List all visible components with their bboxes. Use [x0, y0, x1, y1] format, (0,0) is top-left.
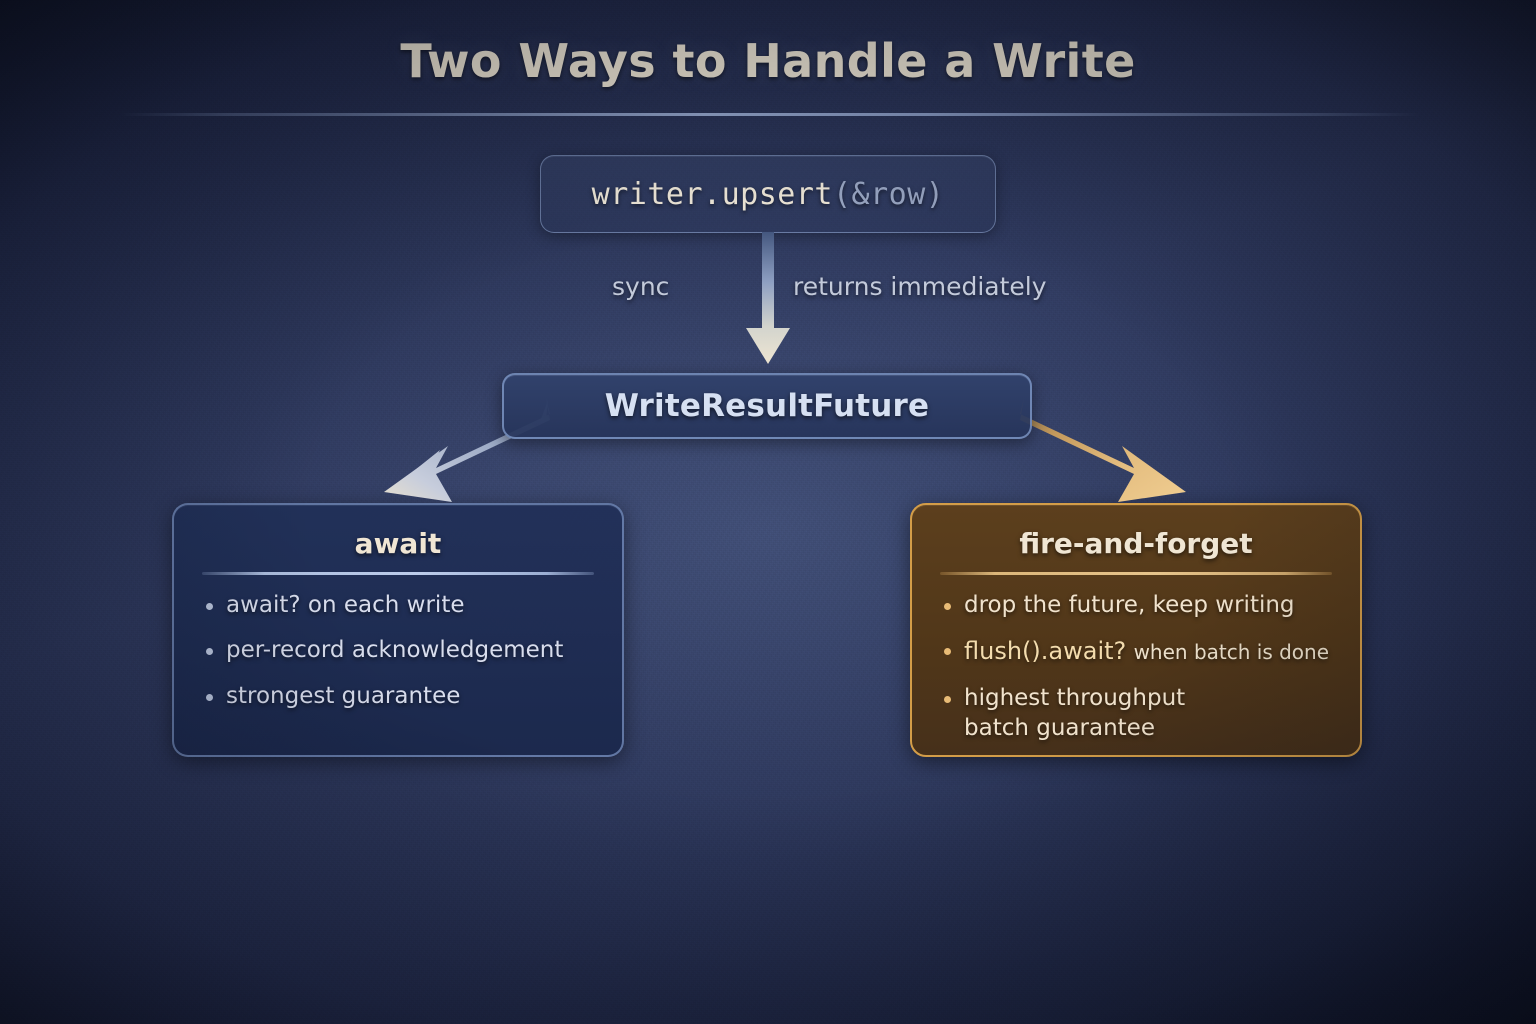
entry-code-arg: (&row) — [832, 176, 945, 212]
await-bullet-list: await? on each write per-record acknowle… — [200, 591, 596, 713]
entry-code-main: writer.upsert — [591, 176, 833, 212]
title-divider — [120, 113, 1420, 116]
write-result-future-node[interactable]: WriteResultFuture — [502, 373, 1032, 439]
flush-code-snippet: flush().await? — [964, 637, 1127, 666]
fire-and-forget-bullet-list: drop the future, keep writing flush().aw… — [938, 591, 1334, 745]
list-item: per-record acknowledgement — [200, 636, 596, 666]
write-result-future-label: WriteResultFuture — [604, 388, 930, 424]
throughput-line-2: batch guarantee — [964, 715, 1155, 742]
flush-note-text: when batch is done — [1133, 640, 1330, 665]
await-panel-divider — [202, 572, 594, 575]
fire-and-forget-panel-divider — [940, 572, 1332, 575]
entry-code-text: writer.upsert(&row) — [592, 177, 945, 212]
page-title: Two Ways to Handle a Write — [400, 34, 1136, 88]
arrow-down-right-icon — [1020, 398, 1186, 502]
list-item: highest throughput batch guarantee — [938, 684, 1334, 744]
branch-panel-fire-and-forget[interactable]: fire-and-forget drop the future, keep wr… — [910, 503, 1362, 757]
edge-label-returns-immediately: returns immediately — [793, 272, 1047, 301]
entry-code-node[interactable]: writer.upsert(&row) — [540, 155, 996, 233]
throughput-line-1: highest throughput — [964, 685, 1186, 712]
list-item: strongest guarantee — [200, 682, 596, 712]
list-item: await? on each write — [200, 591, 596, 621]
branch-panel-await[interactable]: await await? on each write per-record ac… — [172, 503, 624, 757]
list-item: drop the future, keep writing — [938, 591, 1334, 621]
fire-and-forget-panel-title: fire-and-forget — [1019, 527, 1253, 560]
await-panel-title: await — [354, 527, 442, 560]
list-item: flush().await? when batch is done — [938, 636, 1334, 668]
edge-label-sync: sync — [612, 272, 670, 301]
